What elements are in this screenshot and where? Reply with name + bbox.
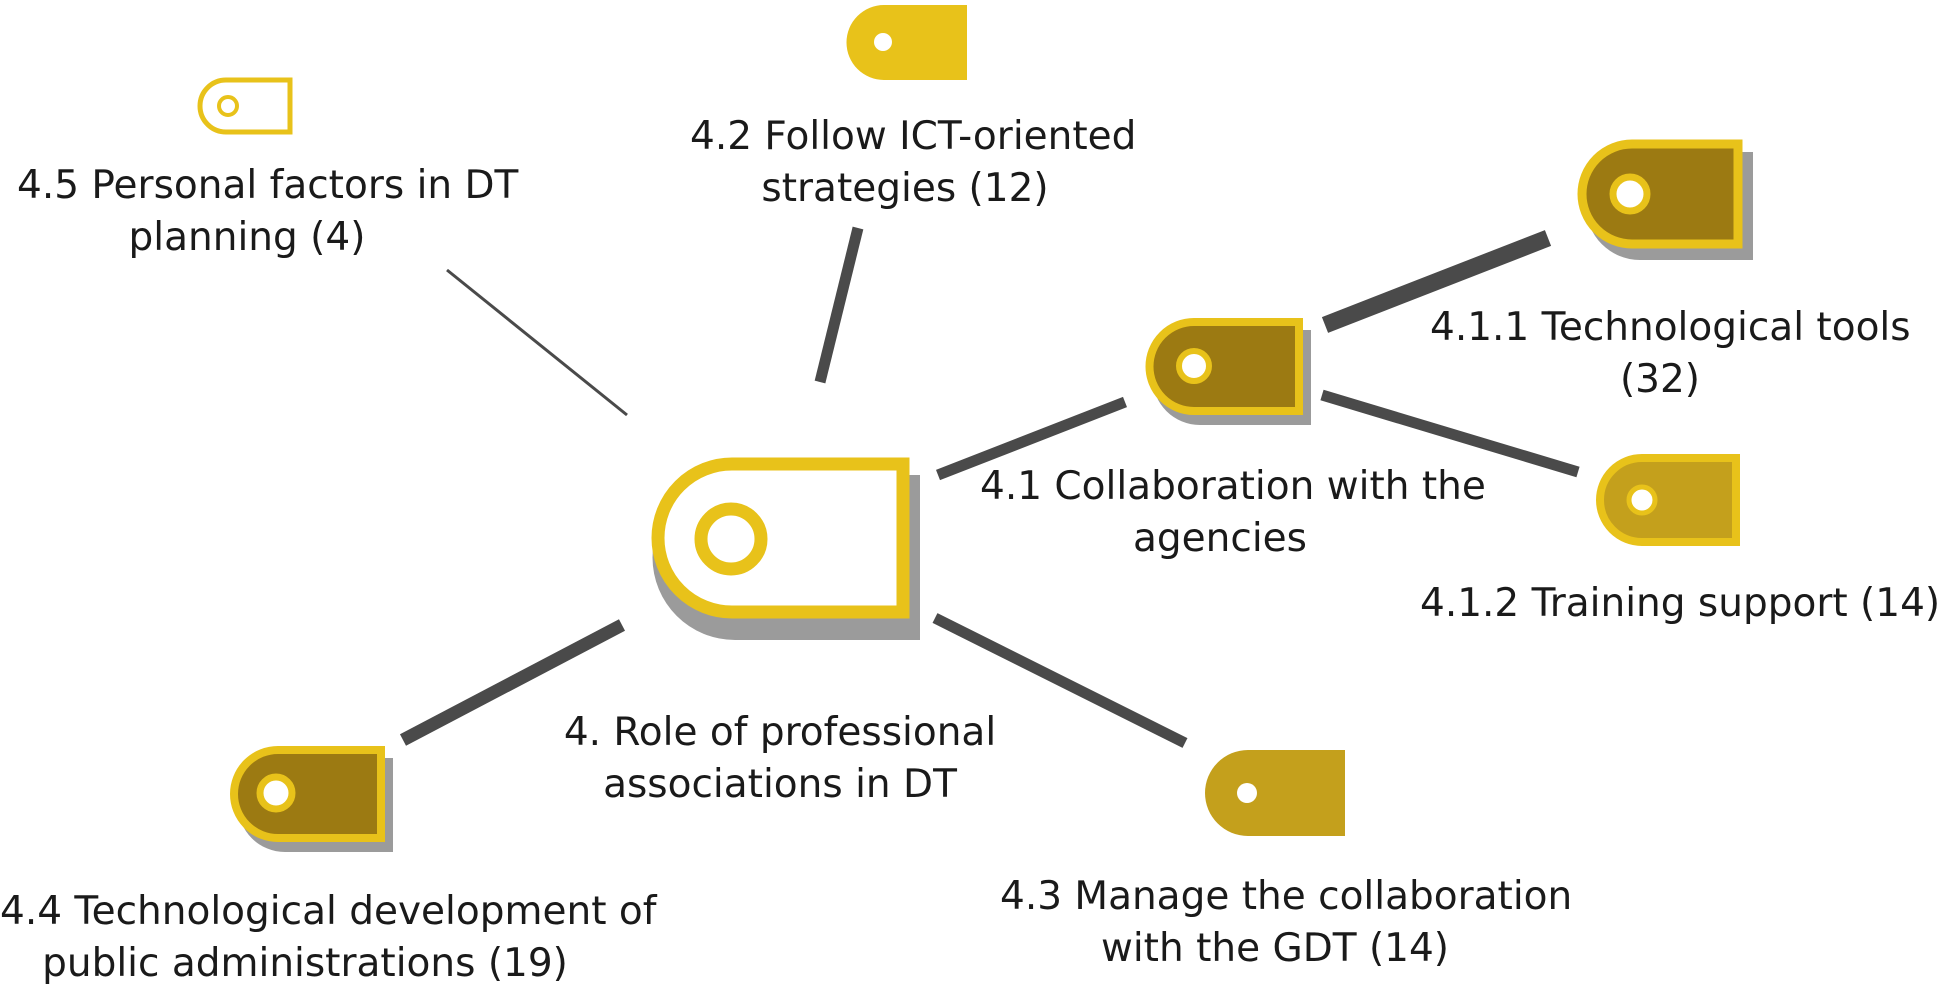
- node-4-2-line2: strategies (12): [761, 166, 1049, 211]
- connector-root-4-4: [399, 619, 626, 746]
- node-4-3-tag-icon: [1205, 750, 1345, 836]
- node-4-3-line1: 4.3 Manage the collaboration: [1000, 874, 1573, 919]
- node-4-5-tag-icon: [197, 77, 293, 135]
- root-label: 4. Role of professional associations in …: [555, 707, 1005, 811]
- node-4-1-2-line1: 4.1.2 Training support (14): [1420, 581, 1940, 626]
- node-4-1-1-tag-icon: [1577, 139, 1753, 260]
- root-line1: 4. Role of professional: [563, 710, 997, 755]
- connector-4-1-4-1-2: [1320, 389, 1580, 478]
- node-4-3-line2: with the GDT (14): [1100, 926, 1450, 971]
- node-4-4-tag-icon: [230, 746, 393, 852]
- node-4-1-1-line1: 4.1.1 Technological tools: [1430, 305, 1911, 350]
- node-4-4-label: 4.4 Technological development of public …: [0, 886, 657, 990]
- node-4-1-tag-icon: [1145, 318, 1311, 425]
- connector-root-4-2: [814, 226, 864, 384]
- connector-root-4-5: [446, 268, 628, 417]
- node-4-4-line1: 4.4 Technological development of: [0, 889, 657, 934]
- node-4-2-label: 4.2 Follow ICT-oriented strategies (12): [690, 111, 1137, 215]
- root-line2: associations in DT: [603, 762, 957, 807]
- node-4-1-2-label: 4.1.2 Training support (14): [1420, 578, 1940, 630]
- connector-root-4-3: [932, 613, 1188, 748]
- node-4-5-label: 4.5 Personal factors in DT planning (4): [17, 160, 519, 264]
- connector-4-1-4-1-1: [1321, 230, 1552, 333]
- connectors: [399, 226, 1580, 748]
- node-4-2-tag-icon: [846, 5, 967, 80]
- connector-root-4-1: [935, 396, 1128, 481]
- node-4-5-line2: planning (4): [128, 215, 366, 260]
- node-4-5-line1: 4.5 Personal factors in DT: [17, 163, 519, 208]
- node-4-1-1-line2: (32): [1619, 357, 1701, 402]
- node-4-2-line1: 4.2 Follow ICT-oriented: [690, 114, 1137, 159]
- node-4-1-line2: agencies: [1133, 516, 1307, 561]
- node-4-1-label: 4.1 Collaboration with the agencies: [980, 461, 1486, 565]
- root-tag-icon: [651, 457, 920, 640]
- node-4-1-1-label: 4.1.1 Technological tools (32): [1430, 302, 1911, 406]
- node-4-1-line1: 4.1 Collaboration with the: [980, 464, 1486, 509]
- node-4-3-label: 4.3 Manage the collaboration with the GD…: [1000, 871, 1573, 975]
- node-4-4-line2: public administrations (19): [42, 941, 568, 986]
- node-4-1-2-tag-icon: [1596, 454, 1740, 546]
